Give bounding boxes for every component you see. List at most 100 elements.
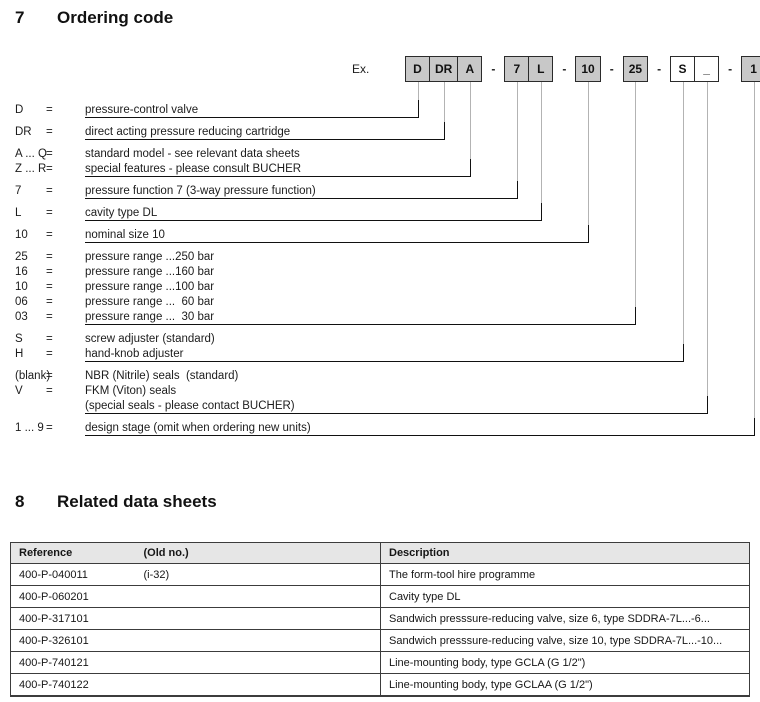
code-label: 10	[15, 229, 28, 241]
ordering-group: (blank)=NBR (Nitrile) seals (standard)V=…	[15, 369, 757, 414]
code-label: 1 ... 9	[15, 422, 44, 434]
reference-cell: 400-P-040011	[10, 563, 136, 586]
ordering-row: A ... Q=standard model - see relevant da…	[15, 147, 757, 162]
code-description: hand-knob adjuster	[85, 348, 184, 360]
table-row: 400-P-040011(i-32)The form-tool hire pro…	[10, 563, 750, 586]
ordering-row: 1 ... 9=design stage (omit when ordering…	[15, 421, 757, 436]
code-description: pressure function 7 (3-way pressure func…	[85, 185, 316, 197]
connector-line	[418, 82, 419, 100]
code-box-1: 1	[741, 56, 760, 82]
equals-sign: =	[46, 333, 53, 345]
code-label: D	[15, 104, 24, 116]
dash-separator: -	[657, 62, 662, 76]
ordering-group: 1 ... 9=design stage (omit when ordering…	[15, 421, 757, 436]
ordering-row: L = cavity type DL	[15, 206, 757, 221]
table-row: 400-P-740122 Line-mounting body, type GCL…	[10, 673, 750, 697]
equals-sign: =	[46, 251, 53, 263]
description-cell: The form-tool hire programme	[380, 563, 750, 586]
code-box-S: S	[670, 56, 696, 82]
ordering-row: 10=nominal size 10	[15, 228, 757, 243]
description-cell: Line-mounting body, type GCLAA (G 1/2")	[380, 673, 750, 697]
ordering-row: (special seals - please contact BUCHER)	[15, 399, 757, 414]
dash-separator: -	[562, 62, 567, 76]
table-row: 400-P-740121 Line-mounting body, type GCL…	[10, 651, 750, 674]
code-box-25: 25	[622, 56, 649, 82]
code-box-group: 25	[622, 56, 649, 82]
reference-cell: 400-P-326101	[10, 629, 136, 652]
example-label: Ex.	[352, 62, 370, 76]
ordering-group: L = cavity type DL	[15, 206, 757, 221]
code-box-D: D	[405, 56, 430, 82]
ordering-group: D = pressure-control valve	[15, 103, 757, 118]
equals-sign: =	[46, 281, 53, 293]
section-number: 7	[15, 8, 25, 27]
code-description: cavity type DL	[85, 207, 158, 219]
equals-sign: =	[46, 266, 53, 278]
code-label: (blank)	[15, 370, 51, 382]
ordering-row: DR=direct acting pressure reducing cartr…	[15, 125, 757, 140]
column-header: Reference	[10, 542, 136, 564]
section-8-heading: 8 Related data sheets	[15, 492, 217, 512]
equals-sign: =	[46, 370, 53, 382]
description-cell: Line-mounting body, type GCLA (G 1/2")	[380, 651, 750, 674]
description-cell: Cavity type DL	[380, 585, 750, 608]
ordering-row: 03=pressure range ... 30 bar	[15, 310, 757, 325]
ordering-group: 7=pressure function 7 (3-way pressure fu…	[15, 184, 757, 199]
code-description: nominal size 10	[85, 229, 165, 241]
table-row: 400-P-060201 Cavity type DL	[10, 585, 750, 608]
ordering-row: 25=pressure range ...250 bar	[15, 250, 757, 265]
old-no-cell	[135, 651, 381, 674]
reference-cell: 400-P-317101	[10, 607, 136, 630]
equals-sign: =	[46, 148, 53, 160]
section-number: 8	[15, 492, 25, 511]
code-description: pressure range ...100 bar	[85, 281, 215, 293]
equals-sign: =	[46, 207, 53, 219]
code-description: special features - please consult BUCHER	[85, 163, 302, 175]
ordering-row: Z ... R=special features - please consul…	[15, 162, 757, 177]
code-box-A: A	[457, 56, 483, 82]
code-box-10: 10	[575, 56, 601, 82]
code-label: 06	[15, 296, 28, 308]
code-description: FKM (Viton) seals	[85, 385, 177, 397]
dash-separator: -	[728, 62, 733, 76]
reference-cell: 400-P-740122	[10, 673, 136, 697]
code-description: pressure range ... 30 bar	[85, 311, 215, 323]
ordering-group: DR=direct acting pressure reducing cartr…	[15, 125, 757, 140]
ordering-group: S=screw adjuster (standard)H=hand-knob a…	[15, 332, 757, 362]
code-description: pressure-control valve	[85, 104, 199, 116]
equals-sign: =	[46, 296, 53, 308]
equals-sign: =	[46, 348, 53, 360]
code-label: S	[15, 333, 23, 345]
code-box-L: L	[528, 56, 554, 82]
code-label: Z ... R	[15, 163, 47, 175]
code-label: 03	[15, 311, 28, 323]
code-label: H	[15, 348, 24, 360]
code-box-group: S_	[670, 56, 720, 82]
code-label: 7	[15, 185, 22, 197]
reference-cell: 400-P-060201	[10, 585, 136, 608]
equals-sign: =	[46, 104, 53, 116]
code-description: NBR (Nitrile) seals (standard)	[85, 370, 239, 382]
code-description: pressure range ...250 bar	[85, 251, 215, 263]
ordering-row: 06=pressure range ... 60 bar	[15, 295, 757, 310]
dash-separator: -	[609, 62, 614, 76]
ordering-row: 10 = pressure range ...100 bar	[15, 280, 757, 295]
ordering-row: 7=pressure function 7 (3-way pressure fu…	[15, 184, 757, 199]
reference-cell: 400-P-740121	[10, 651, 136, 674]
related-sheets-table: Reference(Old no.)Description 400-P-0400…	[10, 542, 750, 697]
code-label: L	[15, 207, 22, 219]
table-header-row: Reference(Old no.)Description	[10, 542, 750, 564]
ordering-row: 16=pressure range ...160 bar	[15, 265, 757, 280]
dash-separator: -	[491, 62, 496, 76]
old-no-cell	[135, 629, 381, 652]
code-box-group: 10	[575, 56, 601, 82]
code-label: 10	[15, 281, 28, 293]
